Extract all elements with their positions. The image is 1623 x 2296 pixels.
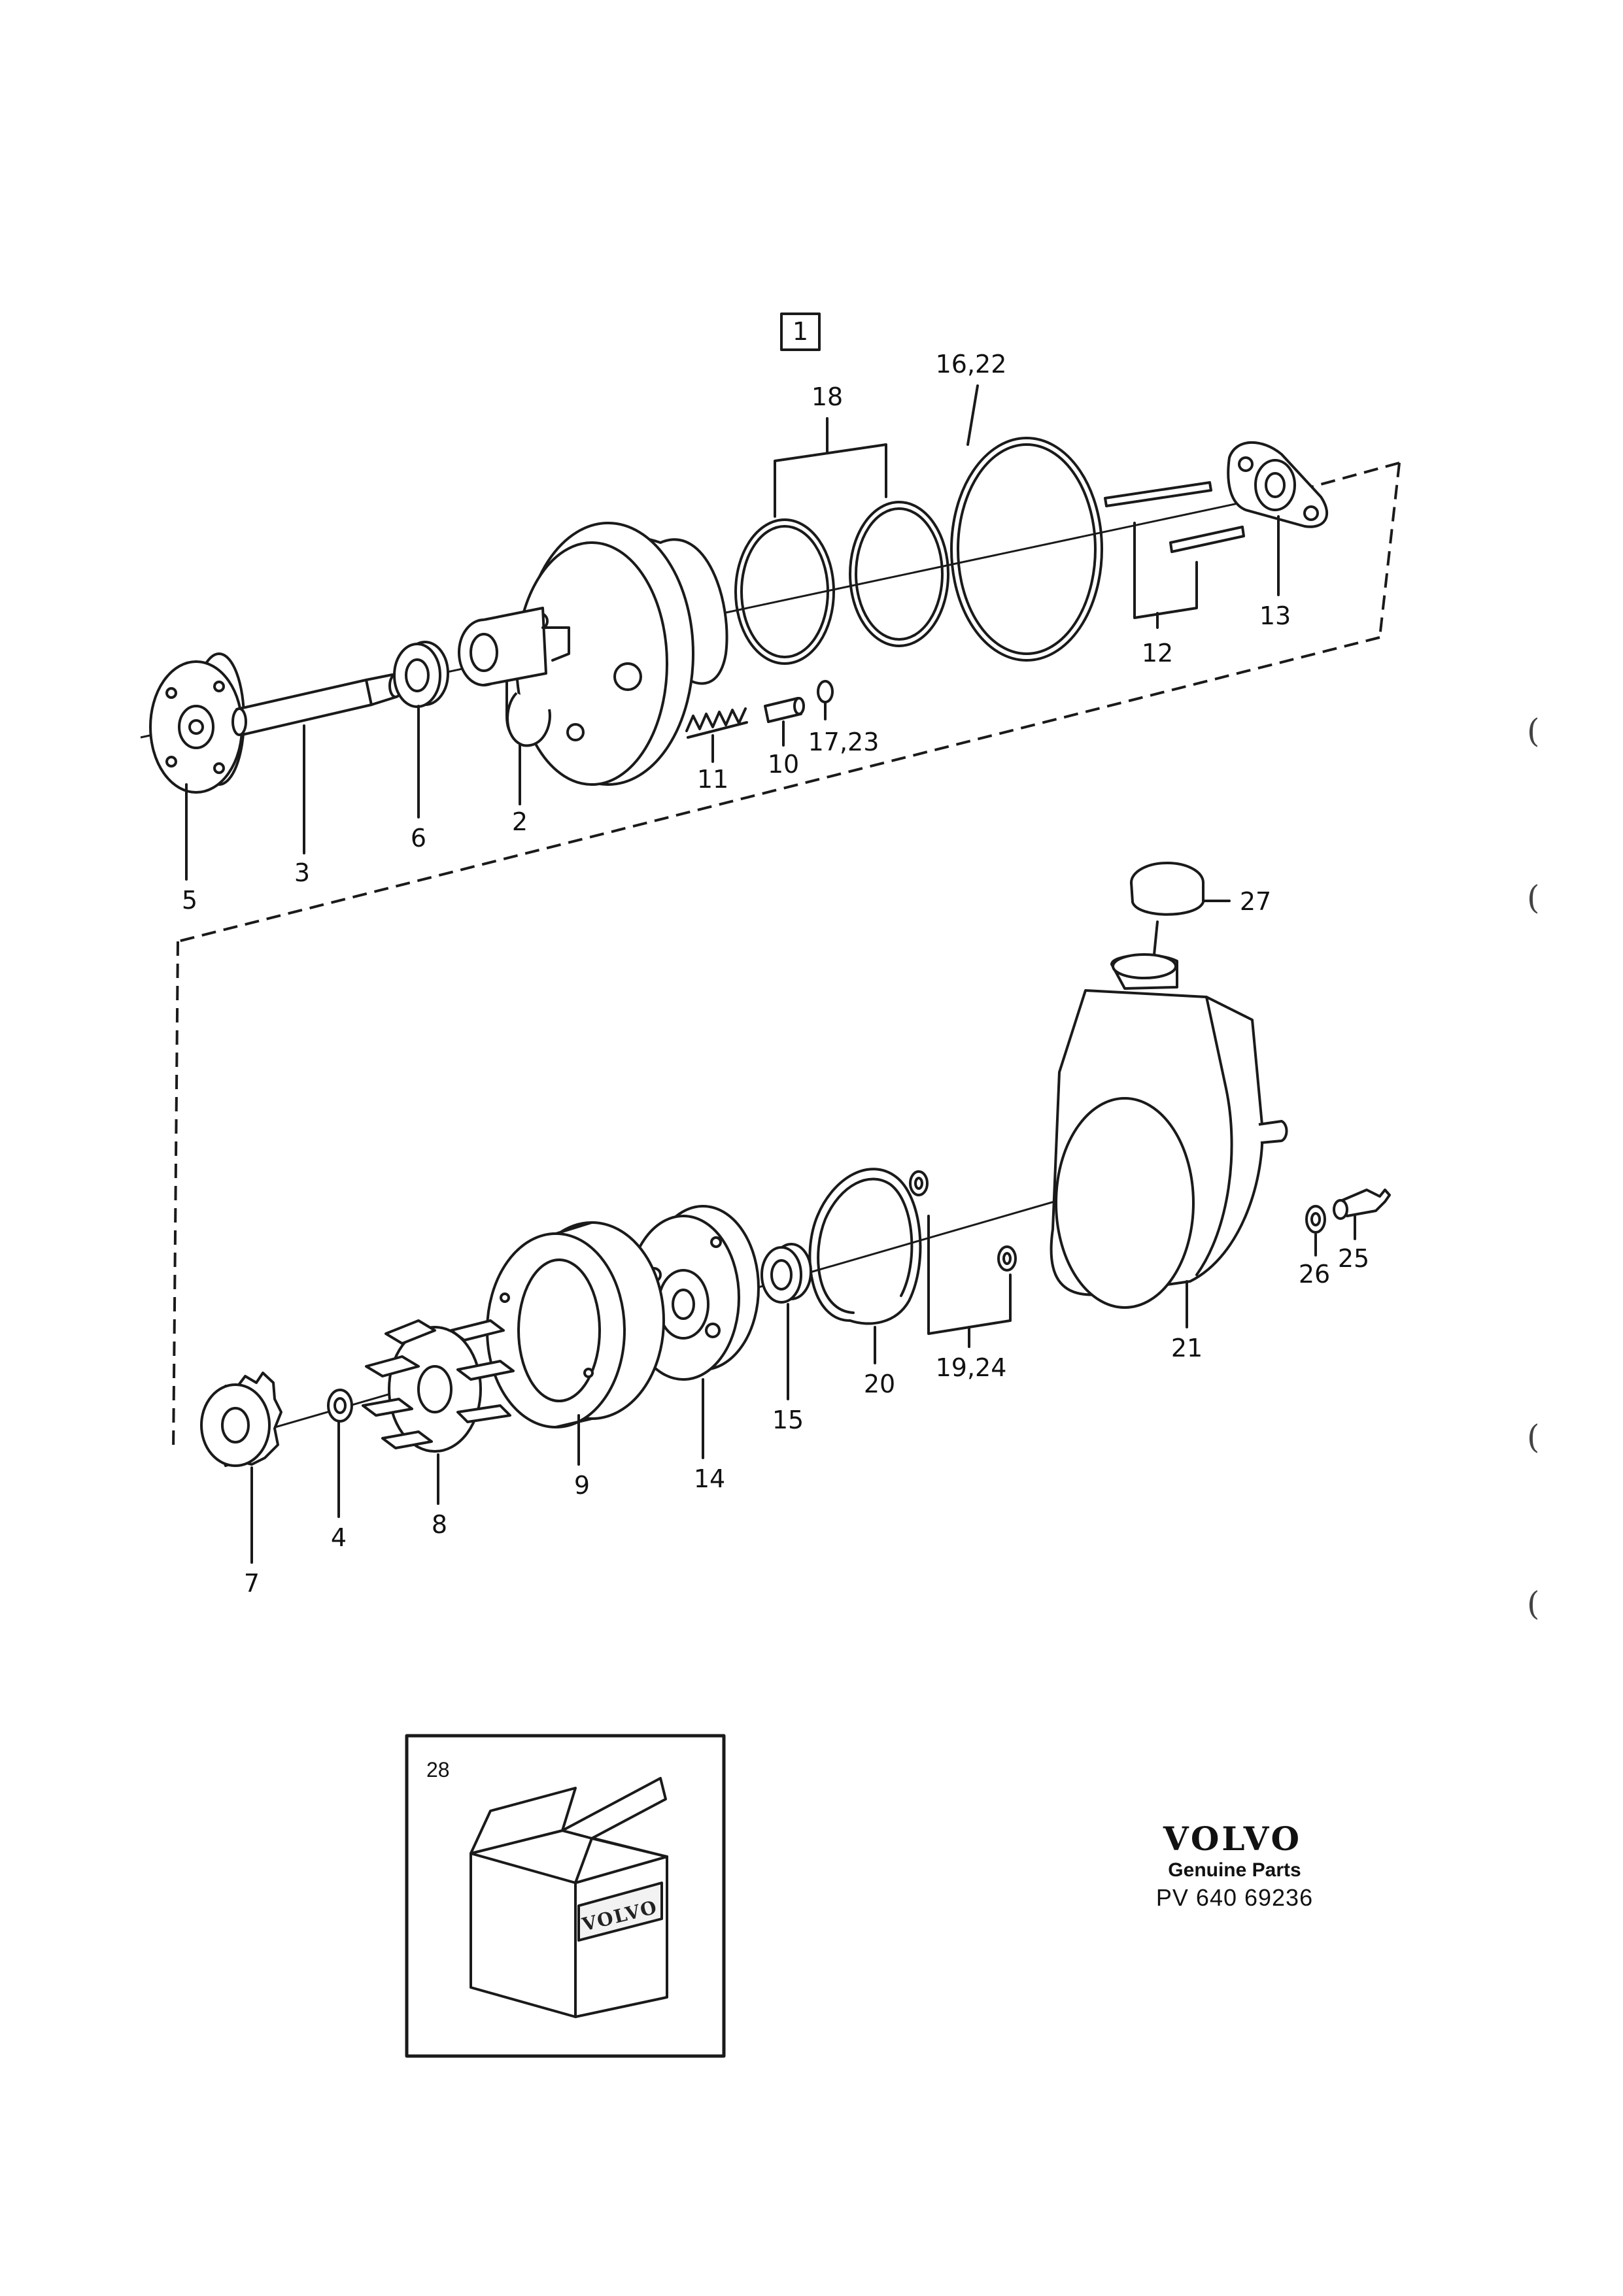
margin-marks: ( ( ( ( [1527,712,1540,1623]
label-26: 26 [1299,1260,1330,1289]
parts-box-illustration: VOLVO [470,1777,668,2018]
part-bearing [393,641,449,708]
label-18: 18 [811,382,843,411]
label-2: 2 [512,807,528,836]
margin-mark: ( [1527,879,1540,917]
part-gear [200,1372,282,1564]
part-shaft-seal [760,1243,812,1400]
label-14: 14 [694,1464,725,1493]
label-19-24: 19,24 [936,1353,1007,1382]
part-circlip [327,1389,353,1518]
leader-lines-upper [185,701,827,881]
part-pump-housing [458,522,728,786]
label-8: 8 [432,1510,447,1539]
part-end-cover [1227,441,1329,596]
part-rotor-vanes [362,1319,515,1505]
part-seal-ring-small [817,680,834,703]
label-16-22: 16,22 [936,350,1007,379]
footer-tagline: Genuine Parts [1168,1859,1301,1881]
footer-brand: VOLVO [1163,1819,1302,1858]
label-15: 15 [772,1406,804,1434]
part-o-rings-pair [734,417,949,665]
group-box-label: 1 [793,317,808,346]
margin-mark: ( [1527,712,1540,750]
label-5: 5 [182,886,197,915]
part-shaft [231,673,403,736]
footer-part-number: PV 640 69236 [1156,1884,1313,1911]
label-4: 4 [331,1523,347,1552]
label-17-23: 17,23 [808,728,880,756]
part-callout-labels: 18 16,22 13 12 17,23 10 11 2 6 3 5 27 25… [182,350,1369,1598]
part-cam-ring [486,1221,665,1466]
part-spring [685,707,748,739]
margin-mark: ( [1527,1585,1540,1623]
part-banjo-fitting [1333,1189,1391,1240]
label-3: 3 [294,858,310,887]
label-10: 10 [768,750,799,779]
label-6: 6 [411,824,426,853]
part-reservoir [1050,953,1288,1328]
label-9: 9 [574,1471,590,1500]
label-12: 12 [1142,639,1173,667]
label-27: 27 [1240,887,1271,916]
label-7: 7 [244,1569,260,1598]
label-13: 13 [1259,601,1291,630]
part-washers-pair [909,1170,1017,1348]
part-pins [1104,481,1245,629]
label-11: 11 [697,765,728,794]
part-washer-26 [1305,1205,1326,1257]
label-21: 21 [1171,1334,1203,1362]
label-20: 20 [864,1370,895,1398]
label-28: 28 [426,1758,450,1781]
margin-mark: ( [1527,1418,1540,1456]
part-large-o-ring [950,384,1103,662]
dashed-group-frame [172,462,1401,1453]
kit-box-panel: 28 VOLVO [405,1734,726,2058]
footer-brand-block: VOLVO Genuine Parts PV 640 69236 [1156,1819,1313,1911]
part-valve-piston [764,697,805,723]
part-flange-hub [149,652,245,794]
label-25: 25 [1338,1244,1369,1273]
part-snap-ring [808,1168,922,1364]
group-box: 1 [780,312,821,351]
